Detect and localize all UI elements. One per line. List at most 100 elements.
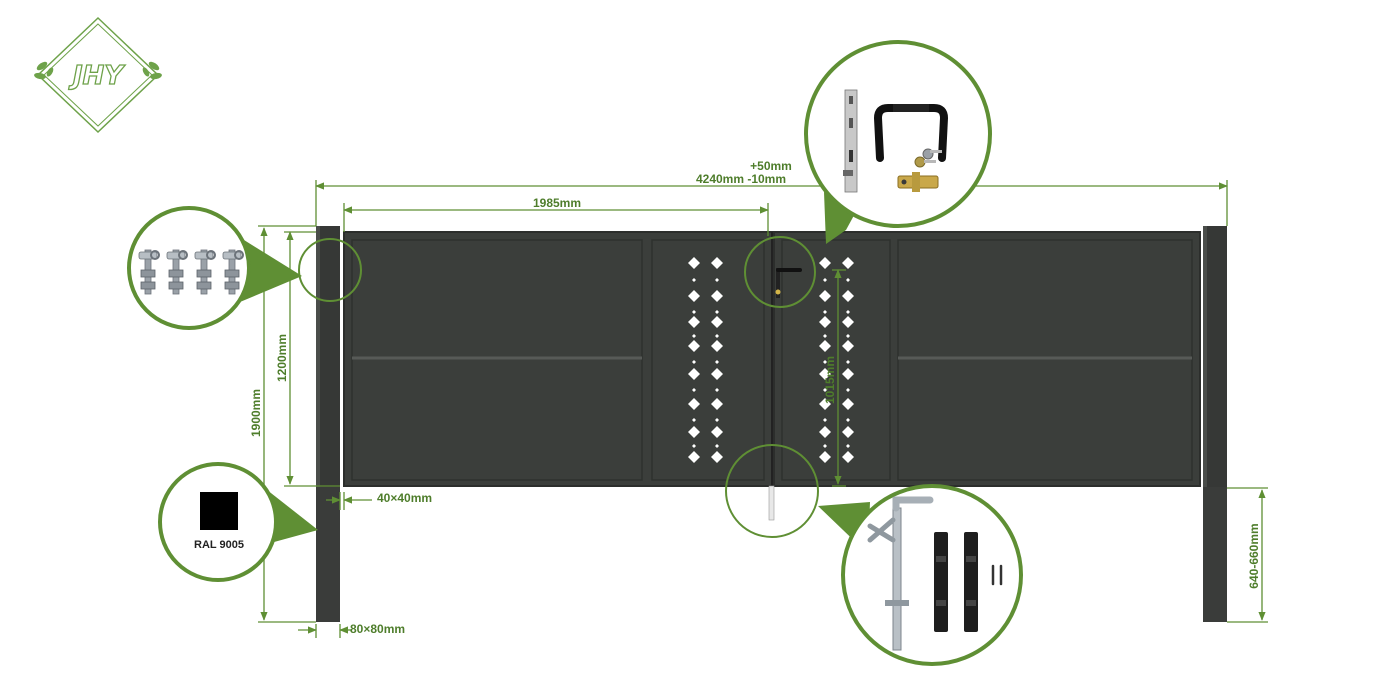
diamond-cutout	[846, 360, 850, 364]
diamond-cutout	[842, 257, 854, 269]
diamond-cutout	[819, 368, 831, 380]
total-width-tolerance-label: +50mm	[750, 159, 792, 173]
hinge-callout	[127, 206, 251, 330]
diamond-cutout	[711, 290, 723, 302]
lock-body-icon	[843, 89, 858, 193]
inner-height-label: 1015mm	[823, 356, 837, 404]
diamond-cutout	[846, 388, 850, 392]
hinge-bolt-icon	[222, 249, 244, 295]
diamond-cutout	[688, 316, 700, 328]
diamond-cutout	[842, 426, 854, 438]
diamond-cutout	[842, 340, 854, 352]
diamond-cutout	[692, 418, 696, 422]
diamond-cutout	[819, 451, 831, 463]
diamond-cutout	[711, 368, 723, 380]
diamond-cutout	[711, 451, 723, 463]
panel-height-label: 1200mm	[275, 334, 289, 382]
drop-bolt-icon	[867, 496, 934, 651]
diamond-cutout	[692, 444, 696, 448]
diamond-cutout	[711, 340, 723, 352]
diamond-cutout	[711, 316, 723, 328]
diamond-cutout	[692, 388, 696, 392]
hinge-bolt-icon	[166, 249, 188, 295]
lever-handle-icon	[874, 104, 948, 162]
diamond-cutout	[688, 340, 700, 352]
color-swatch	[200, 492, 238, 530]
gate-leaf-left	[343, 231, 773, 487]
diamond-cutout	[715, 418, 719, 422]
diamond-cutout	[846, 444, 850, 448]
hinge-set-icon	[138, 249, 244, 295]
diamond-cutout	[692, 278, 696, 282]
diamond-cutout	[819, 398, 831, 410]
diamond-cutout	[688, 257, 700, 269]
diamond-cutout	[823, 360, 827, 364]
diamond-cutout	[715, 360, 719, 364]
hinge-bolt-icon	[194, 249, 216, 295]
hinge-callout-pointer	[240, 240, 302, 302]
lock-zoom-marker	[744, 236, 816, 308]
leaf-width-label: 1985mm	[533, 196, 581, 210]
color-sample-callout: RAL 9005	[158, 462, 278, 582]
color-sample-label: RAL 9005	[194, 539, 244, 551]
leaf-left-icon	[34, 61, 54, 80]
hinge-zoom-marker	[298, 238, 362, 302]
diamond-cutout	[842, 368, 854, 380]
diamond-cutout	[711, 426, 723, 438]
diamond-cutout	[823, 418, 827, 422]
diamond-cutout	[692, 360, 696, 364]
diamond-cutout	[711, 257, 723, 269]
diamond-cutout	[823, 334, 827, 338]
diamond-cutout	[688, 290, 700, 302]
drop-bolt-callout	[841, 484, 1023, 666]
diamond-cutout	[692, 310, 696, 314]
diamond-cutout	[715, 334, 719, 338]
diamond-cutout	[846, 334, 850, 338]
screws-icon	[991, 564, 1003, 586]
diamond-perforations	[688, 257, 854, 463]
diamond-cutout	[819, 290, 831, 302]
diamond-cutout	[846, 418, 850, 422]
diamond-cutout	[819, 316, 831, 328]
bolt-bracket-icon	[934, 532, 978, 632]
diamond-cutout	[711, 398, 723, 410]
diamond-cutout	[846, 278, 850, 282]
diamond-cutout	[823, 310, 827, 314]
diamond-cutout	[842, 290, 854, 302]
gate-leaf-right	[773, 231, 1201, 487]
diamond-cutout	[819, 340, 831, 352]
diamond-cutout	[842, 316, 854, 328]
foundation-depth-label: 640-660mm	[1247, 523, 1261, 588]
diamond-cutout	[842, 451, 854, 463]
diamond-cutout	[688, 368, 700, 380]
diamond-cutout	[715, 310, 719, 314]
diamond-cutout	[842, 398, 854, 410]
diamond-cutout	[715, 444, 719, 448]
dimension-lines	[258, 180, 1268, 638]
gate-drop-bolt	[768, 485, 775, 521]
diamond-cutout	[688, 426, 700, 438]
diamond-cutout	[688, 451, 700, 463]
diamond-cutout	[823, 444, 827, 448]
diamond-cutout	[688, 398, 700, 410]
post-profile-label: 80×80mm	[350, 622, 405, 636]
hinge-bolt-icon	[138, 249, 160, 295]
diamond-cutout	[692, 334, 696, 338]
diamond-cutout	[715, 278, 719, 282]
lock-cylinder-icon	[897, 172, 939, 192]
bolt-zoom-marker	[725, 444, 819, 538]
diamond-cutout	[846, 310, 850, 314]
total-height-label: 1900mm	[249, 389, 263, 437]
diamond-cutout	[819, 426, 831, 438]
key-icon	[914, 148, 942, 168]
total-width-label: 4240mm -10mm	[696, 172, 786, 186]
logo-text: JHY	[68, 61, 126, 91]
brand-logo: JHY	[34, 16, 162, 134]
diamond-cutout	[715, 388, 719, 392]
diamond-cutout	[823, 278, 827, 282]
lock-callout	[804, 40, 992, 228]
gate-handle-icon	[775, 268, 802, 298]
frame-profile-label: 40×40mm	[377, 491, 432, 505]
diamond-cutout	[823, 388, 827, 392]
